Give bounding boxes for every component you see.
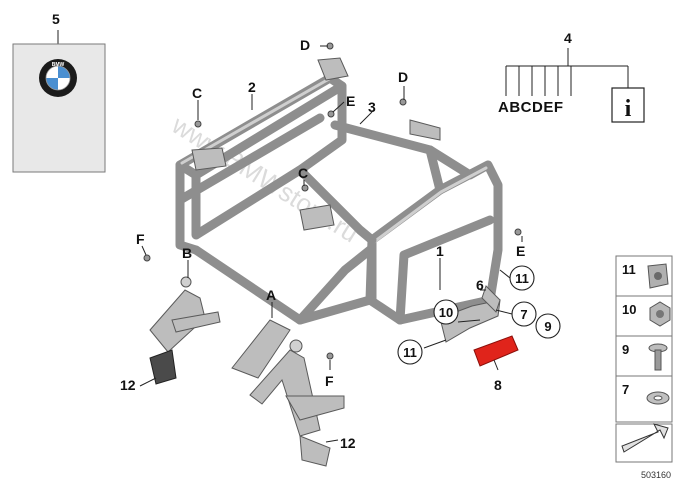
callout-C-mid: C	[298, 165, 308, 181]
callout-A-lower: A	[266, 287, 276, 303]
mount-plate-rear	[409, 119, 441, 141]
callout-F-lower: F	[325, 373, 334, 389]
svg-text:11: 11	[515, 271, 529, 286]
circled-callout-7: 7	[511, 301, 537, 327]
circled-callout-11-top: 11	[509, 265, 535, 291]
pannier-frame	[175, 57, 503, 325]
washer-icon	[646, 391, 670, 405]
callout-C-upper: C	[192, 85, 202, 101]
svg-text:i: i	[625, 96, 632, 122]
callout-F-left: F	[136, 231, 145, 247]
direction-box	[615, 423, 673, 463]
leader-lines	[139, 45, 523, 443]
svg-text:9: 9	[544, 319, 551, 334]
hex-nut-icon	[649, 301, 671, 327]
callout-4: 4	[564, 30, 572, 46]
clip-nut-icon	[647, 263, 669, 289]
bolt-icon	[648, 343, 668, 371]
mount-plate-mid	[299, 204, 335, 231]
legend-letters: ABCDEF	[498, 99, 564, 116]
svg-text:10: 10	[439, 305, 453, 320]
panel-label-7: 7	[622, 382, 629, 397]
callout-5: 5	[52, 11, 60, 27]
callout-D-left: D	[300, 37, 310, 53]
circled-callout-10: 10	[433, 299, 459, 325]
callout-D-right: D	[398, 69, 408, 85]
fasteners	[143, 42, 522, 360]
mount-plate-left	[191, 147, 227, 171]
mount-plate-top	[317, 57, 349, 81]
svg-text:7: 7	[520, 307, 527, 322]
reflector	[473, 335, 519, 367]
callout-12-left: 12	[120, 377, 136, 393]
panel-label-9: 9	[622, 342, 629, 357]
bracket-left	[149, 276, 221, 385]
panel-label-10: 10	[622, 302, 636, 317]
callout-E-right: E	[516, 243, 525, 259]
circled-callout-11-bottom: 11	[397, 339, 423, 365]
direction-arrow-icon	[621, 423, 669, 453]
callout-3: 3	[368, 99, 376, 115]
callout-B: B	[182, 245, 192, 261]
callout-1: 1	[436, 243, 444, 259]
bmw-logo-icon: BMW	[39, 59, 77, 97]
bmw-logo-letters: BMW	[52, 62, 65, 68]
callout-6: 6	[476, 277, 484, 293]
callout-12-right: 12	[340, 435, 356, 451]
callout-E-upper: E	[346, 93, 355, 109]
callout-2: 2	[248, 79, 256, 95]
circled-callout-9: 9	[535, 313, 561, 339]
callout-8: 8	[494, 377, 502, 393]
info-icon: i	[611, 87, 645, 123]
legend-tree	[505, 48, 629, 96]
panel-label-11: 11	[622, 262, 636, 277]
svg-text:11: 11	[403, 345, 417, 360]
diagram-id: 503160	[641, 470, 671, 480]
bracket-center	[231, 319, 345, 467]
